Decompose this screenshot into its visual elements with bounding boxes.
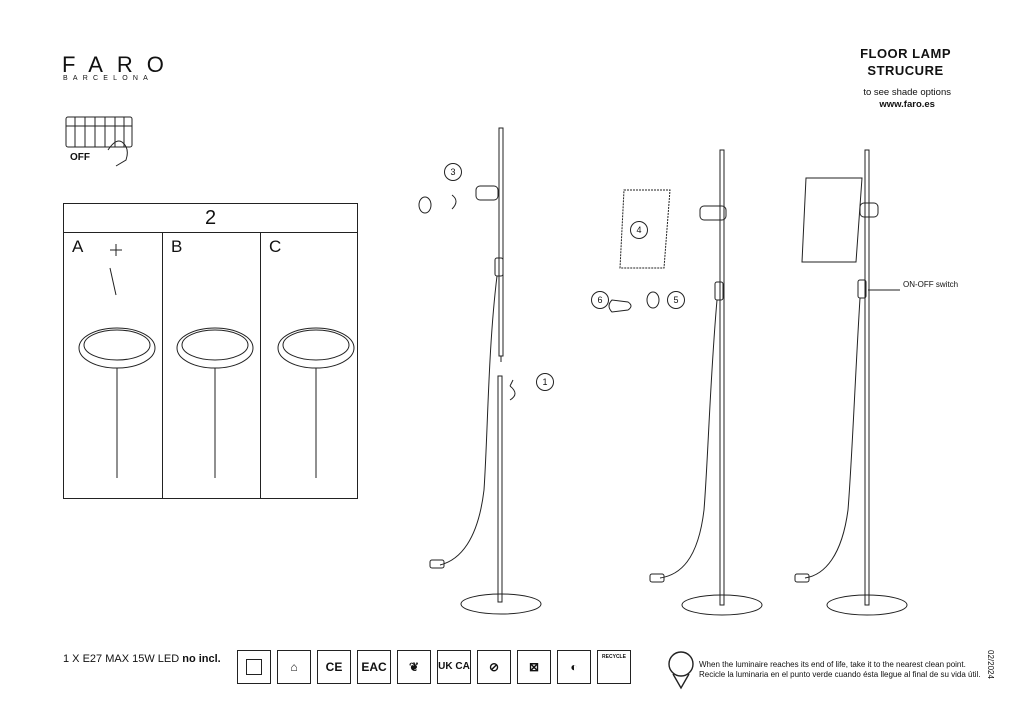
certification-icons: ⌂ CE EAC ❦ UK CA ⊘ ⊠ ◐ RECYCLE	[237, 650, 631, 684]
power-off-icon	[65, 116, 133, 167]
brand-subtitle: BARCELONA	[63, 75, 153, 82]
option-b: B	[162, 233, 261, 498]
bulb-spec-text: 1 X E27 MAX 15W LED	[63, 653, 183, 665]
energy-leaf-icon: ❦	[397, 650, 431, 684]
lamp-exploded-drawing	[418, 127, 542, 615]
step-4-badge: 4	[630, 221, 648, 239]
class-ii-icon	[237, 650, 271, 684]
brand-logo: FARO	[62, 52, 178, 77]
green-dot-icon: ◐	[557, 650, 591, 684]
weee-bin-icon: ⊠	[517, 650, 551, 684]
ce-mark-icon: CE	[317, 650, 351, 684]
mounting-options-panel: 2 A B C	[63, 203, 358, 499]
recycle-bin-icon: RECYCLE	[597, 650, 631, 684]
option-c: C	[260, 233, 359, 498]
shade-note: to see shade options www.faro.es	[863, 87, 951, 111]
mounting-options-drawings	[78, 244, 355, 478]
option-b-label: B	[171, 237, 183, 256]
bulb-not-included: no incl.	[182, 653, 221, 665]
document-date: 02/2024	[986, 650, 995, 679]
title-line-1: FLOOR LAMP	[860, 46, 951, 61]
lamp-assembled-drawing	[794, 149, 908, 616]
no-hand-icon: ⊘	[477, 650, 511, 684]
step-1-badge: 1	[536, 373, 554, 391]
page-title: FLOOR LAMP STRUCURE	[860, 45, 951, 79]
end-of-life-es: Recicle la luminaria en el punto verde c…	[699, 670, 981, 679]
bulb-spec: 1 X E27 MAX 15W LED no incl.	[63, 653, 221, 665]
shade-note-text: to see shade options	[863, 87, 951, 98]
indoor-home-icon: ⌂	[277, 650, 311, 684]
panel-step-number: 2	[64, 204, 357, 233]
step-3-badge: 3	[444, 163, 462, 181]
eac-mark-icon: EAC	[357, 650, 391, 684]
option-c-label: C	[269, 237, 282, 256]
recycle-point-icon	[668, 651, 694, 690]
step-5-badge: 5	[667, 291, 685, 309]
end-of-life-en: When the luminaire reaches its end of li…	[699, 660, 966, 669]
step-6-badge: 6	[591, 291, 609, 309]
option-a-label: A	[72, 237, 84, 256]
lamp-shade-drawing	[608, 149, 763, 616]
website-link[interactable]: www.faro.es	[879, 99, 935, 110]
end-of-life-note: When the luminaire reaches its end of li…	[699, 660, 981, 680]
title-line-2: STRUCURE	[867, 63, 944, 78]
ukca-mark-icon: UK CA	[437, 650, 471, 684]
switch-label: ON-OFF switch	[903, 280, 959, 289]
off-label: OFF	[70, 152, 90, 163]
option-a: A	[64, 233, 162, 498]
